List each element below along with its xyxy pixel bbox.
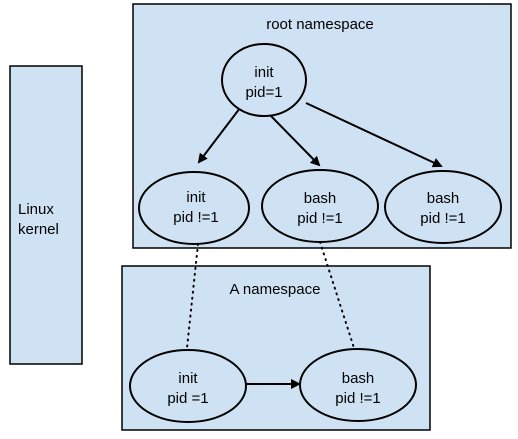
node-root-child-init: init pid !=1 (138, 171, 250, 245)
edge-init-to-child-init (197, 107, 241, 164)
a-namespace-label: A namespace (230, 281, 321, 298)
mapping-line-init (186, 243, 199, 349)
edge-init-to-child-bash-b (305, 102, 443, 168)
linux-kernel-box (9, 65, 83, 365)
node-root-child-bash-a-pid: pid !=1 (297, 210, 342, 227)
node-root-child-bash-b: bash pid !=1 (384, 170, 502, 244)
node-a-init: init pid =1 (129, 349, 247, 423)
node-root-child-bash-a: bash pid !=1 (261, 169, 379, 243)
linux-kernel-label-line2: kernel (18, 221, 59, 238)
node-root-init-pid: pid=1 (245, 84, 282, 101)
node-root-init-name: init (254, 64, 274, 81)
node-a-init-pid: pid =1 (167, 390, 208, 407)
mapping-line-bash (319, 241, 355, 349)
node-root-child-init-name: init (186, 189, 206, 206)
node-root-child-init-pid: pid !=1 (173, 209, 218, 226)
root-namespace-label: root namespace (266, 16, 374, 33)
node-root-child-bash-a-name: bash (304, 190, 337, 207)
node-a-bash-pid: pid !=1 (335, 390, 380, 407)
node-a-bash: bash pid !=1 (299, 348, 417, 422)
edge-init-to-child-bash-a (270, 115, 321, 167)
node-root-child-bash-b-pid: pid !=1 (420, 210, 465, 227)
node-root-child-bash-b-name: bash (427, 190, 460, 207)
node-a-init-name: init (178, 370, 198, 387)
node-a-bash-name: bash (342, 370, 375, 387)
node-root-init: init pid=1 (221, 43, 307, 117)
linux-kernel-label-line1: Linux (18, 201, 54, 218)
